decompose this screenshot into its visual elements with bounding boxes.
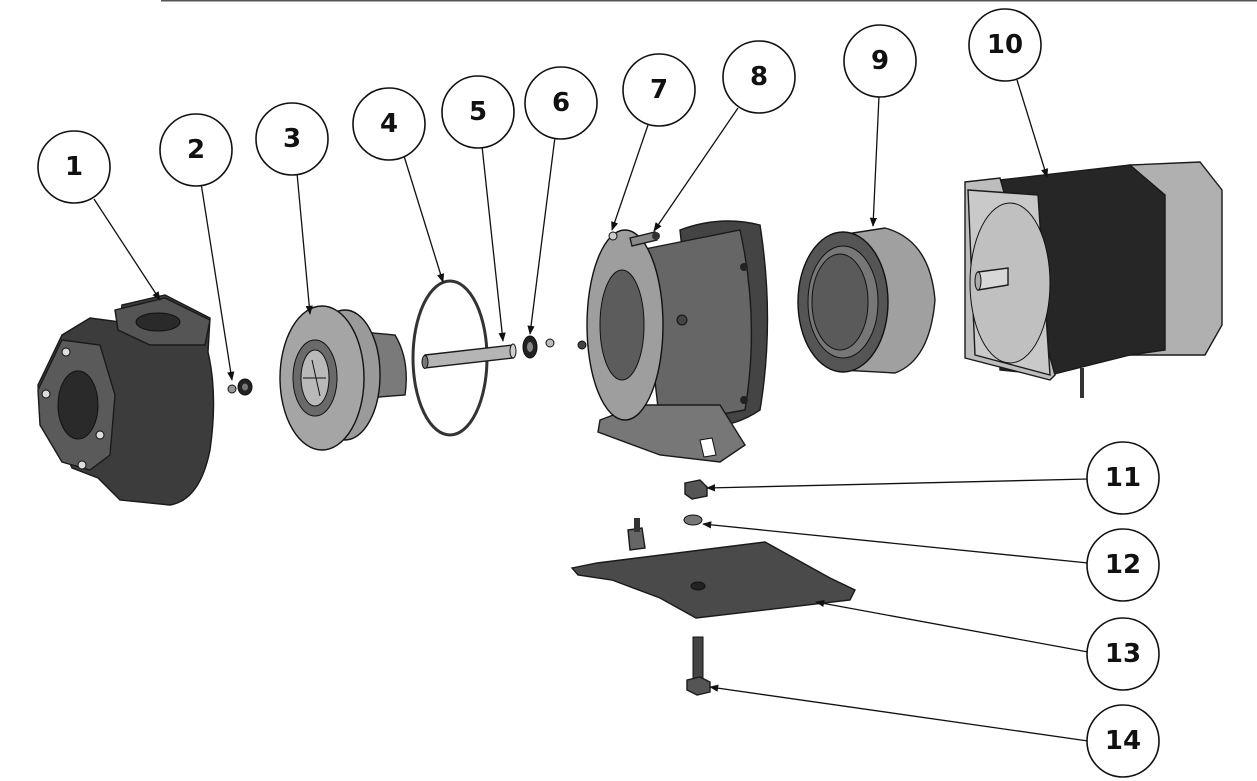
part-motor[interactable] <box>964 161 1223 398</box>
part-adapter-housing[interactable] <box>577 220 769 463</box>
part-base-plate[interactable] <box>570 518 856 619</box>
balloon-label: 4 <box>380 109 398 139</box>
balloon-label: 13 <box>1105 639 1141 669</box>
part-shaft-seal[interactable] <box>522 335 555 359</box>
balloon-3[interactable]: 3 <box>255 102 329 176</box>
balloon-12[interactable]: 12 <box>1086 528 1160 602</box>
balloon-8[interactable]: 8 <box>722 40 796 114</box>
balloon-label: 2 <box>187 135 205 165</box>
leader-14 <box>709 684 1089 742</box>
part-nut[interactable] <box>684 479 708 500</box>
balloon-label: 7 <box>650 75 668 105</box>
leader-11 <box>706 478 1089 492</box>
leader-2 <box>200 182 235 381</box>
leader-12 <box>702 521 1089 564</box>
balloon-10[interactable]: 10 <box>968 8 1042 82</box>
balloon-6[interactable]: 6 <box>524 66 598 140</box>
leader-1 <box>93 198 161 301</box>
balloon-label: 8 <box>750 62 768 92</box>
part-coupling[interactable] <box>797 227 936 374</box>
part-impeller[interactable] <box>279 305 407 451</box>
balloon-label: 1 <box>65 152 83 182</box>
balloon-label: 6 <box>552 88 570 118</box>
part-adapter-bolt[interactable] <box>629 231 660 247</box>
leader-10 <box>1016 79 1049 178</box>
leader-8 <box>653 107 739 232</box>
balloon-4[interactable]: 4 <box>352 87 426 161</box>
leader-9 <box>869 95 880 227</box>
part-washer[interactable] <box>683 514 703 526</box>
leader-4 <box>403 155 445 283</box>
balloon-1[interactable]: 1 <box>37 130 111 204</box>
balloon-2[interactable]: 2 <box>159 113 233 187</box>
balloon-7[interactable]: 7 <box>622 53 696 127</box>
part-hex-bolt[interactable] <box>686 636 711 696</box>
leader-7 <box>611 124 649 231</box>
leader-3 <box>296 172 313 315</box>
part-shaft[interactable] <box>421 343 517 369</box>
balloon-13[interactable]: 13 <box>1086 617 1160 691</box>
balloon-label: 11 <box>1105 463 1141 493</box>
balloon-5[interactable]: 5 <box>441 75 515 149</box>
balloon-label: 9 <box>871 46 889 76</box>
balloon-label: 3 <box>283 124 301 154</box>
balloon-label: 14 <box>1105 726 1141 756</box>
balloon-14[interactable]: 14 <box>1086 704 1160 778</box>
part-pump-casing[interactable] <box>37 294 215 506</box>
balloon-11[interactable]: 11 <box>1086 441 1160 515</box>
leader-6 <box>527 136 556 335</box>
leader-13 <box>815 599 1089 653</box>
balloon-label: 5 <box>469 97 487 127</box>
balloon-label: 10 <box>987 30 1023 60</box>
leader-lines <box>93 79 1089 742</box>
balloon-label: 12 <box>1105 550 1141 580</box>
part-impeller-nut[interactable] <box>227 378 253 396</box>
balloon-9[interactable]: 9 <box>843 24 917 98</box>
leader-5 <box>481 145 506 342</box>
